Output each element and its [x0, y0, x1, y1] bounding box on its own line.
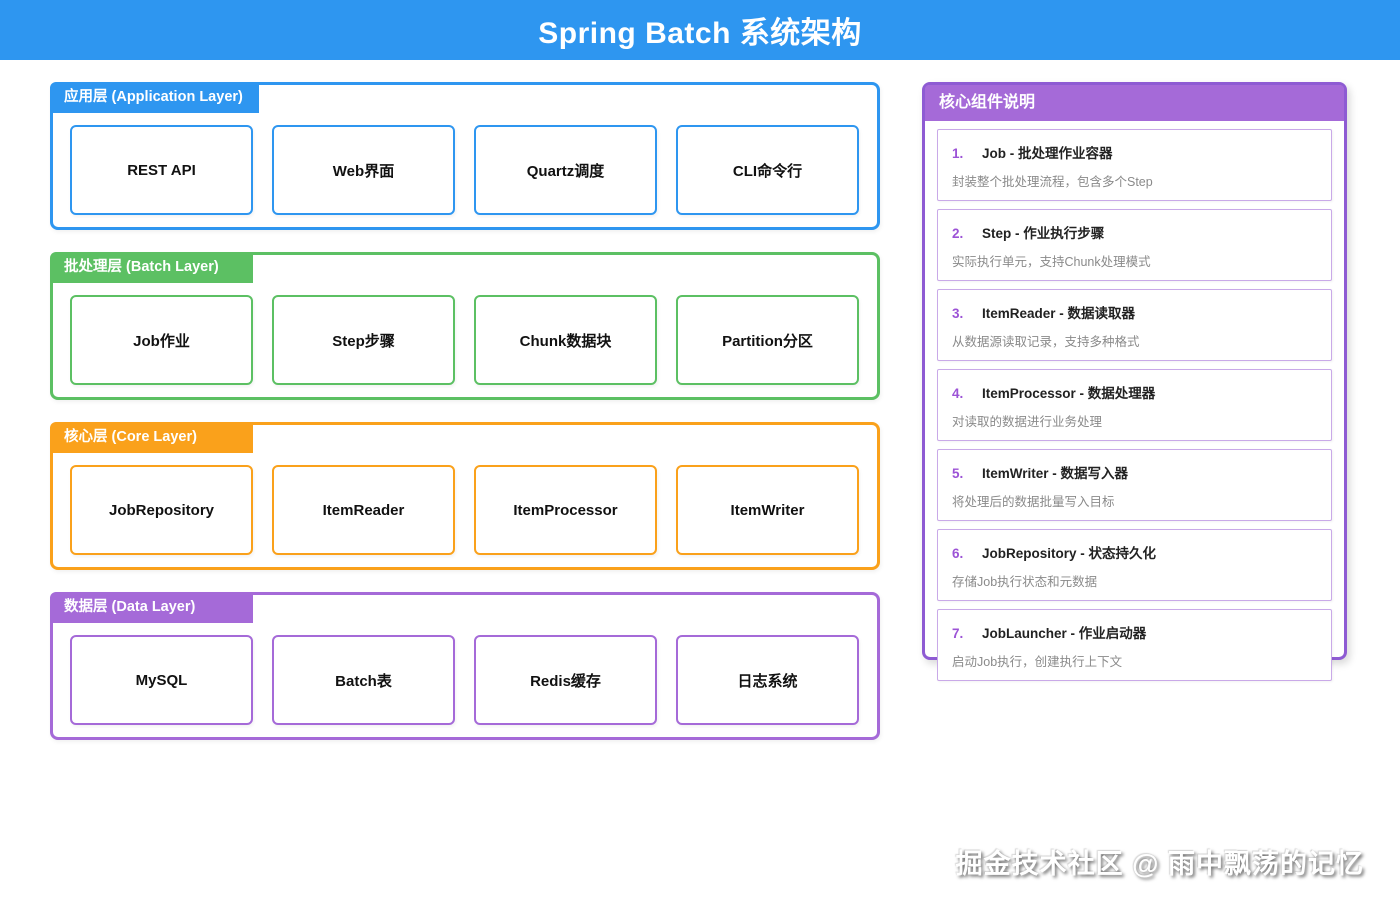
item-description: 将处理后的数据批量写入目标	[952, 495, 1115, 509]
item-number: 2.	[952, 226, 964, 241]
box-redis: Redis缓存	[474, 635, 657, 725]
item-title: 1. Job - 批处理作业容器	[952, 142, 1317, 162]
component-item-jobrepository: 6. JobRepository - 状态持久化 存储Job执行状态和元数据	[937, 529, 1332, 601]
item-title: 6. JobRepository - 状态持久化	[952, 542, 1317, 562]
box-partition: Partition分区	[676, 295, 859, 385]
box-log-system: 日志系统	[676, 635, 859, 725]
box-job: Job作业	[70, 295, 253, 385]
box-quartz: Quartz调度	[474, 125, 657, 215]
component-item-itemprocessor: 4. ItemProcessor - 数据处理器 对读取的数据进行业务处理	[937, 369, 1332, 441]
box-itemprocessor: ItemProcessor	[474, 465, 657, 555]
components-panel-items: 1. Job - 批处理作业容器 封装整个批处理流程，包含多个Step 2. Ste…	[925, 121, 1344, 681]
component-item-step: 2. Step - 作业执行步骤 实际执行单元，支持Chunk处理模式	[937, 209, 1332, 281]
layer-core: 核心层 (Core Layer) JobRepository ItemReade…	[50, 422, 880, 570]
item-title-text: JobLauncher - 作业启动器	[982, 626, 1147, 641]
item-description: 对读取的数据进行业务处理	[952, 415, 1103, 429]
item-description: 启动Job执行，创建执行上下文	[952, 655, 1123, 669]
item-title: 5. ItemWriter - 数据写入器	[952, 462, 1317, 482]
components-panel-title: 核心组件说明	[925, 85, 1344, 121]
components-panel: 核心组件说明 1. Job - 批处理作业容器 封装整个批处理流程，包含多个Ste…	[922, 82, 1347, 681]
layer-data: 数据层 (Data Layer) MySQL Batch表 Redis缓存 日志…	[50, 592, 880, 740]
item-number: 7.	[952, 626, 964, 641]
item-title: 3. ItemReader - 数据读取器	[952, 302, 1317, 322]
item-number: 1.	[952, 146, 964, 161]
item-title-text: ItemWriter - 数据写入器	[982, 466, 1129, 481]
title-bar: Spring Batch 系统架构	[0, 0, 1400, 60]
box-web-ui: Web界面	[272, 125, 455, 215]
layer-batch: 批处理层 (Batch Layer) Job作业 Step步骤 Chunk数据块…	[50, 252, 880, 400]
layer-core-label: 核心层 (Core Layer)	[50, 422, 253, 453]
layer-application-label: 应用层 (Application Layer)	[50, 82, 259, 113]
layer-data-label: 数据层 (Data Layer)	[50, 592, 253, 623]
layer-batch-label: 批处理层 (Batch Layer)	[50, 252, 253, 283]
layer-application-boxes: REST API Web界面 Quartz调度 CLI命令行	[70, 125, 859, 215]
box-itemwriter: ItemWriter	[676, 465, 859, 555]
item-title-text: Step - 作业执行步骤	[982, 226, 1105, 241]
item-description: 从数据源读取记录，支持多种格式	[952, 335, 1140, 349]
layer-batch-boxes: Job作业 Step步骤 Chunk数据块 Partition分区	[70, 295, 859, 385]
item-title-text: Job - 批处理作业容器	[982, 146, 1113, 161]
component-item-job: 1. Job - 批处理作业容器 封装整个批处理流程，包含多个Step	[937, 129, 1332, 201]
item-description: 存储Job执行状态和元数据	[952, 575, 1098, 589]
component-item-joblauncher: 7. JobLauncher - 作业启动器 启动Job执行，创建执行上下文	[937, 609, 1332, 681]
component-item-itemreader: 3. ItemReader - 数据读取器 从数据源读取记录，支持多种格式	[937, 289, 1332, 361]
layer-application: 应用层 (Application Layer) REST API Web界面 Q…	[50, 82, 880, 230]
item-number: 3.	[952, 306, 964, 321]
item-number: 5.	[952, 466, 964, 481]
box-batch-table: Batch表	[272, 635, 455, 725]
box-mysql: MySQL	[70, 635, 253, 725]
component-item-itemwriter: 5. ItemWriter - 数据写入器 将处理后的数据批量写入目标	[937, 449, 1332, 521]
box-cli: CLI命令行	[676, 125, 859, 215]
box-itemreader: ItemReader	[272, 465, 455, 555]
item-description: 实际执行单元，支持Chunk处理模式	[952, 255, 1151, 269]
box-rest-api: REST API	[70, 125, 253, 215]
layer-data-boxes: MySQL Batch表 Redis缓存 日志系统	[70, 635, 859, 725]
item-title: 7. JobLauncher - 作业启动器	[952, 622, 1317, 642]
box-chunk: Chunk数据块	[474, 295, 657, 385]
watermark: 掘金技术社区 @ 雨中飘荡的记忆	[955, 849, 1364, 879]
item-title-text: ItemProcessor - 数据处理器	[982, 386, 1156, 401]
box-step: Step步骤	[272, 295, 455, 385]
box-jobrepository: JobRepository	[70, 465, 253, 555]
item-description: 封装整个批处理流程，包含多个Step	[952, 175, 1153, 189]
page-title: Spring Batch 系统架构	[538, 17, 862, 50]
item-title-text: JobRepository - 状态持久化	[982, 546, 1157, 561]
item-title: 2. Step - 作业执行步骤	[952, 222, 1317, 242]
item-title-text: ItemReader - 数据读取器	[982, 306, 1136, 321]
item-number: 4.	[952, 386, 964, 401]
item-number: 6.	[952, 546, 964, 561]
layer-core-boxes: JobRepository ItemReader ItemProcessor I…	[70, 465, 859, 555]
item-title: 4. ItemProcessor - 数据处理器	[952, 382, 1317, 402]
